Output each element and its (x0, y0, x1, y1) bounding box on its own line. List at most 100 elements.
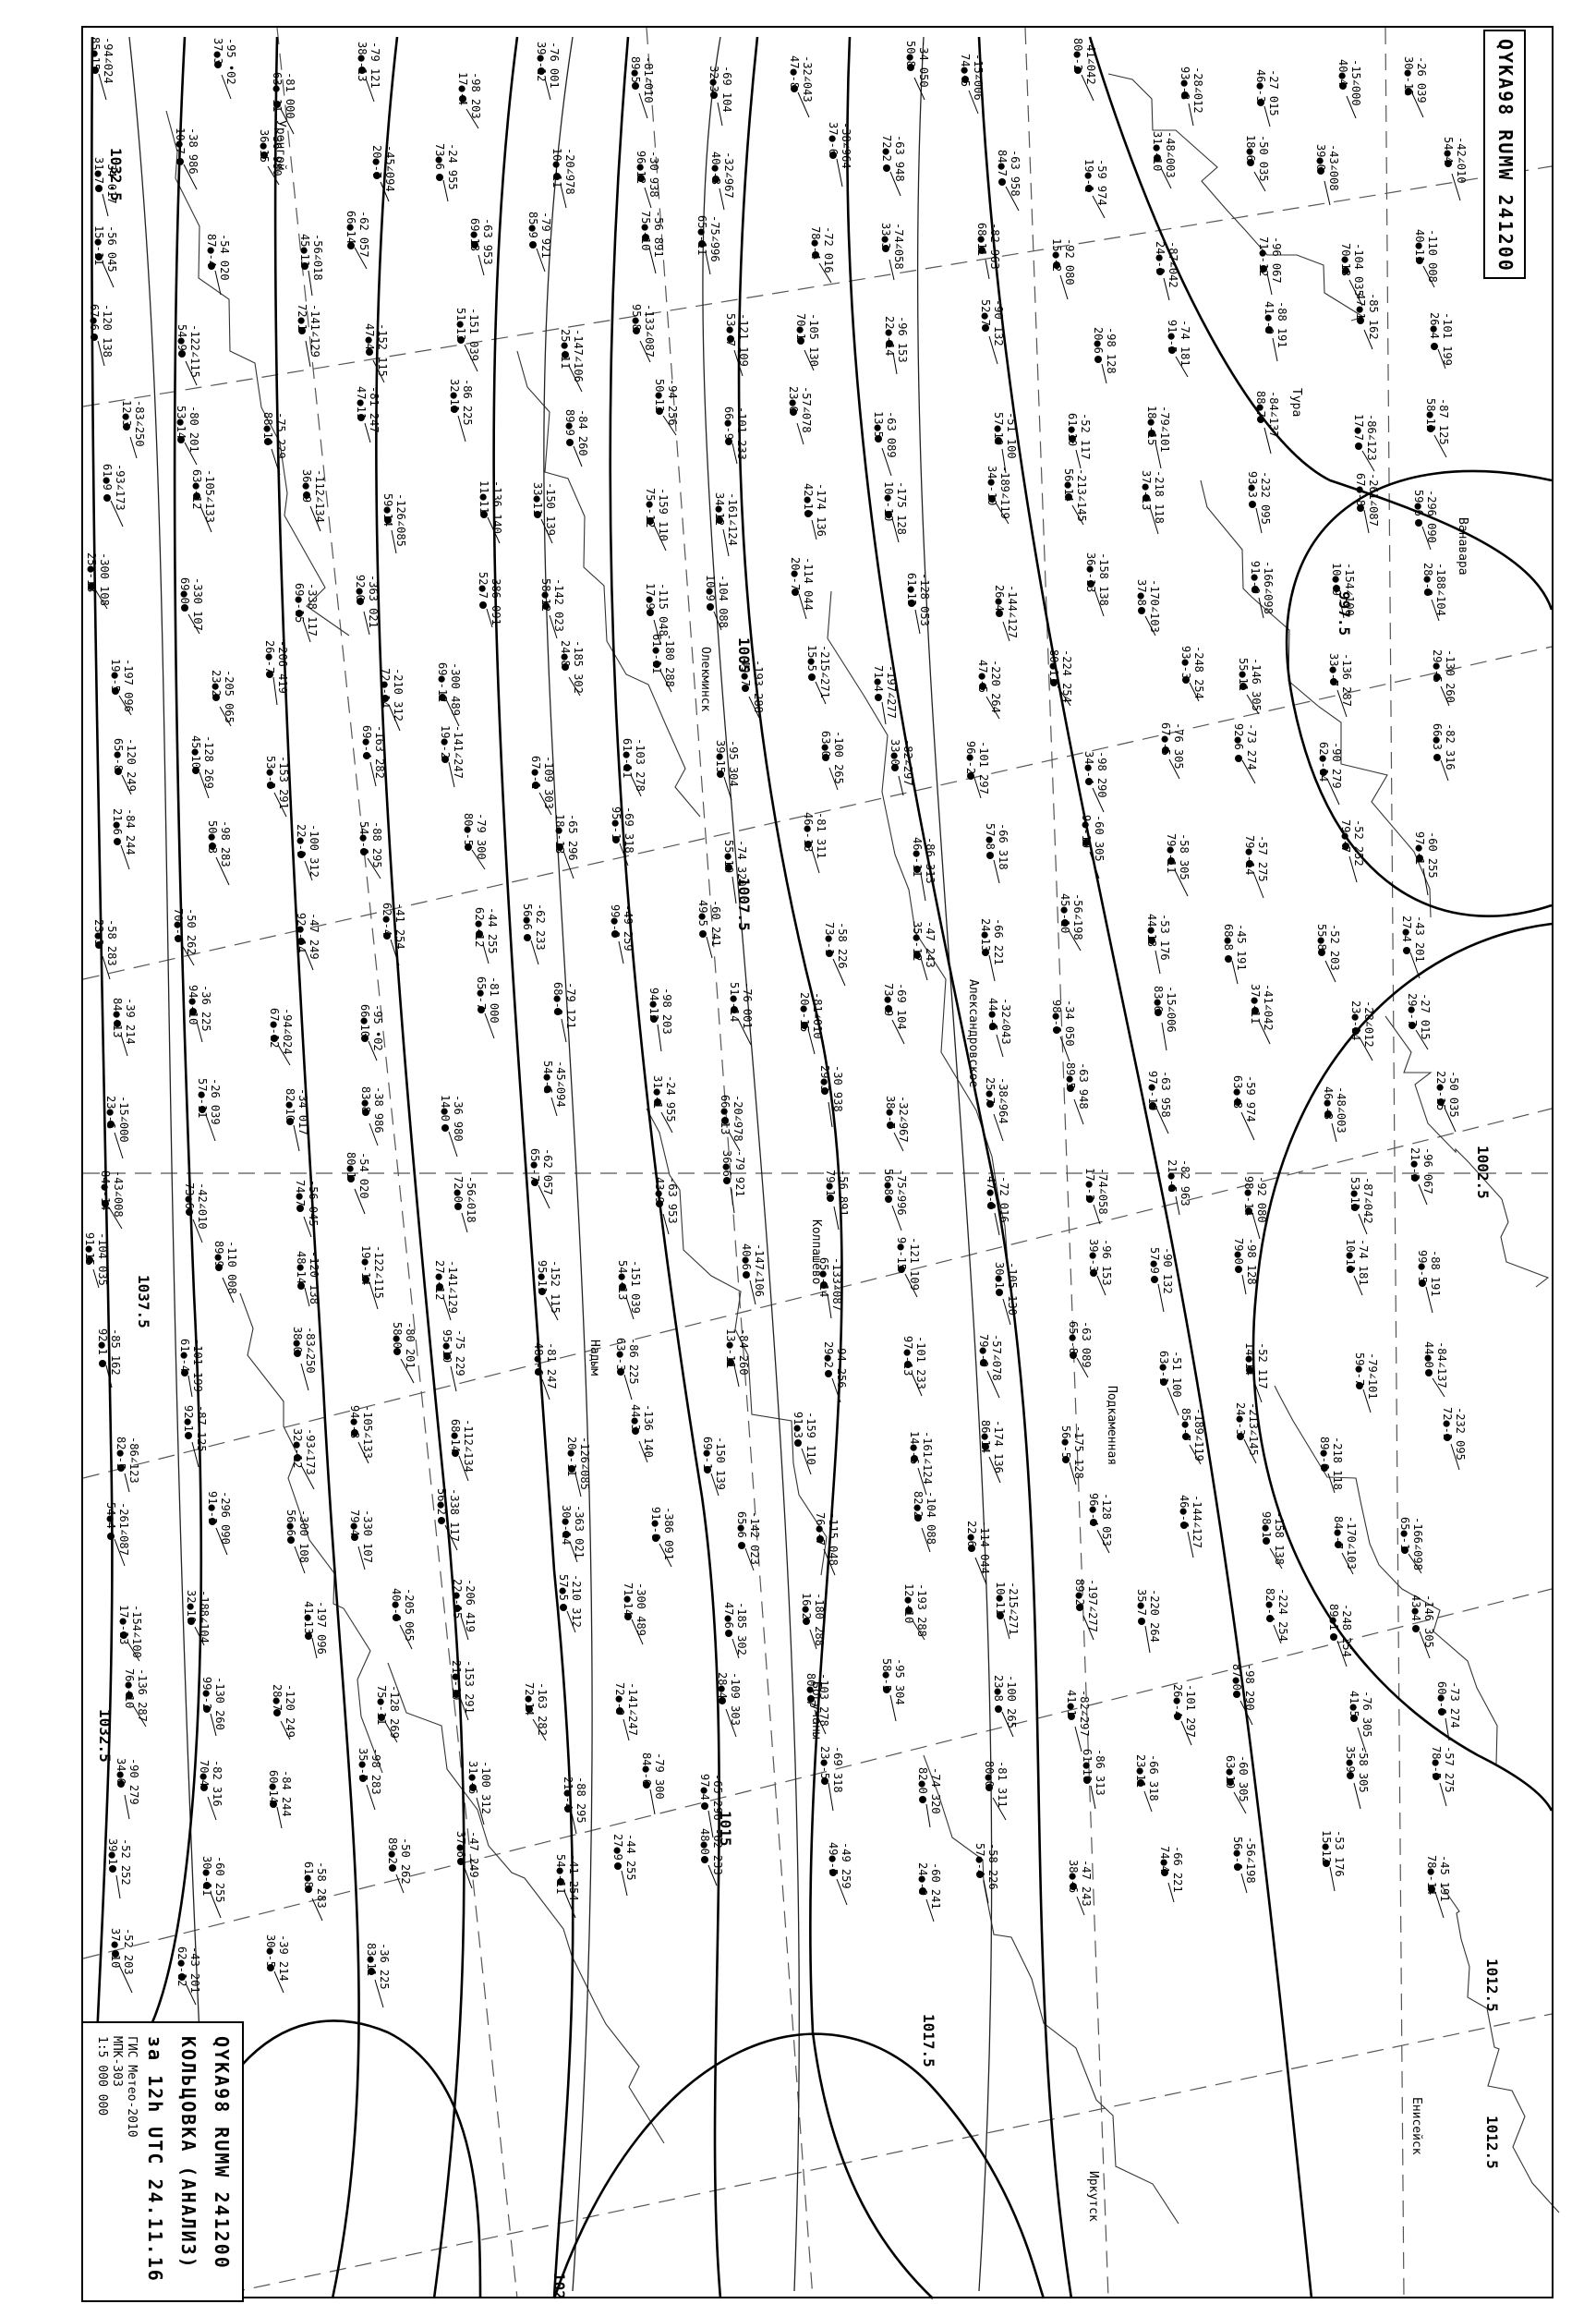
station-value: -98 128 (1105, 327, 1118, 374)
station-value: -82 316 (1444, 723, 1457, 770)
station-code: 63●-3 (614, 1338, 627, 1371)
station-code: 52●7 (477, 572, 490, 599)
station-dot (1067, 1085, 1074, 1092)
wind-barb (1167, 1387, 1179, 1416)
wind-barb (1155, 1107, 1169, 1134)
wind-barb (818, 262, 832, 284)
station-dot (181, 1369, 188, 1376)
station-code: 47●1 (1354, 293, 1367, 320)
wind-barb (124, 1473, 130, 1493)
station-value: -63 953 (666, 1177, 679, 1224)
station-value: -95 •02 (371, 1004, 384, 1051)
station-dot (650, 1015, 658, 1023)
station-dot (1234, 1098, 1241, 1106)
station-code: 97●-10 (1146, 1071, 1159, 1110)
station-code: 66●-9 (722, 406, 735, 440)
station-dot (1333, 585, 1340, 592)
station-code: 17●7 (1352, 414, 1365, 441)
station-code: 21●-5 (1166, 1159, 1179, 1193)
wind-barb (97, 340, 105, 367)
station-value: -105 130 (1006, 1262, 1019, 1316)
station-code: 14●14 (1243, 1342, 1256, 1376)
wind-barb (827, 1293, 832, 1319)
station-code: 32●11 (448, 379, 461, 412)
station-value: -73 274 (1245, 723, 1258, 770)
wind-barb (308, 270, 313, 297)
station-value: -84∠137 (1267, 391, 1280, 438)
station-code: 39●0 (1314, 144, 1327, 171)
station-dot (1082, 839, 1090, 846)
station-code: 67●6 (88, 304, 101, 331)
station-value: -94∠024 (102, 37, 115, 84)
station-dot (260, 152, 268, 159)
station-dot (1086, 1195, 1094, 1203)
station-dot (898, 1266, 905, 1273)
station-dot (1321, 1464, 1328, 1472)
station-dot (362, 1276, 369, 1283)
station-dot (656, 407, 663, 415)
wind-barb (187, 1375, 193, 1398)
wind-barb (1415, 1029, 1429, 1050)
station-code: 79●0 (1232, 1238, 1245, 1265)
station-dot (623, 764, 631, 771)
station-code: 23●0 (787, 386, 800, 413)
wind-barb (1359, 1037, 1373, 1061)
wind-barb (917, 1467, 927, 1496)
wind-barb (461, 1212, 468, 1233)
wind-barb (536, 248, 546, 273)
station-dot (117, 1464, 125, 1472)
station-dot (1237, 1433, 1244, 1440)
station-value: -94∠024 (281, 1008, 294, 1055)
station-value: -114 044 (802, 557, 815, 611)
station-value: -48∠003 (1164, 131, 1177, 178)
station-dot (95, 253, 103, 261)
station-dot (114, 1020, 121, 1027)
station-code: 67●-1 (529, 756, 542, 789)
station-code: 18●-13 (553, 814, 566, 854)
station-code: 13●-11 (724, 1328, 737, 1368)
station-value: -63 958 (1009, 150, 1022, 197)
station-value: -51 100 (1170, 1351, 1183, 1398)
station-dot (459, 95, 466, 103)
thin-contour (543, 36, 593, 2292)
station-dot (1246, 1366, 1253, 1374)
station-dot (1087, 580, 1094, 588)
station-value: -56∠018 (311, 234, 324, 281)
station-dot (1251, 1007, 1259, 1014)
station-code: 34●12 (713, 492, 726, 526)
wind-barb (985, 259, 990, 280)
station-dot (107, 1121, 115, 1128)
station-value: -52 252 (1352, 819, 1365, 867)
station-dot (1182, 1433, 1190, 1440)
station-value: -90 132 (1161, 1247, 1174, 1294)
wind-barb (1094, 588, 1105, 617)
station-code: 26●4 (993, 585, 1006, 612)
station-value: -300 489 (449, 662, 462, 716)
wind-barb (369, 1122, 379, 1146)
wind-barb (1069, 1461, 1077, 1485)
